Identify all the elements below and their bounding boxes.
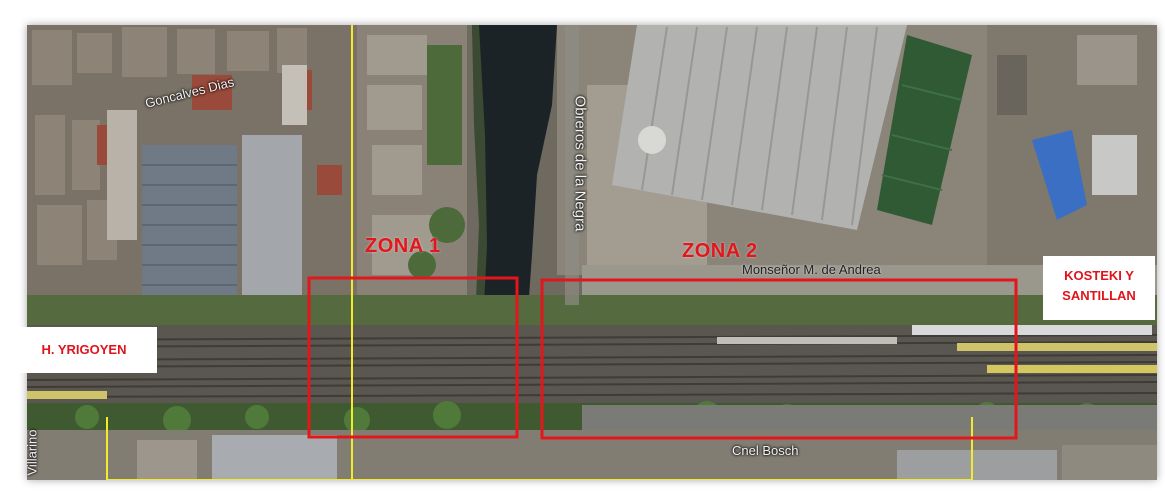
zone-1-label: ZONA 1 [365, 235, 441, 257]
station-name-right-line2: SANTILLAN [1062, 288, 1136, 303]
street-label-bosch: Cnel Bosch [732, 443, 799, 458]
station-label-h-yrigoyen: H. YRIGOYEN [11, 327, 157, 373]
satellite-imagery [27, 25, 1157, 480]
street-label-monsenor: Monseñor M. de Andrea [742, 262, 881, 277]
station-name-right-line1: KOSTEKI Y [1064, 268, 1134, 283]
station-label-kosteki-santillan: KOSTEKI Y SANTILLAN [1043, 256, 1155, 320]
street-label-villarino: Villarino [27, 429, 40, 476]
street-label-obreros: Obreros de la Negra [571, 95, 589, 232]
satellite-map: Goncalves Dias Obreros de la Negra Monse… [27, 25, 1157, 480]
station-name-left: H. YRIGOYEN [41, 342, 127, 357]
zone-2-label: ZONA 2 [682, 240, 758, 262]
